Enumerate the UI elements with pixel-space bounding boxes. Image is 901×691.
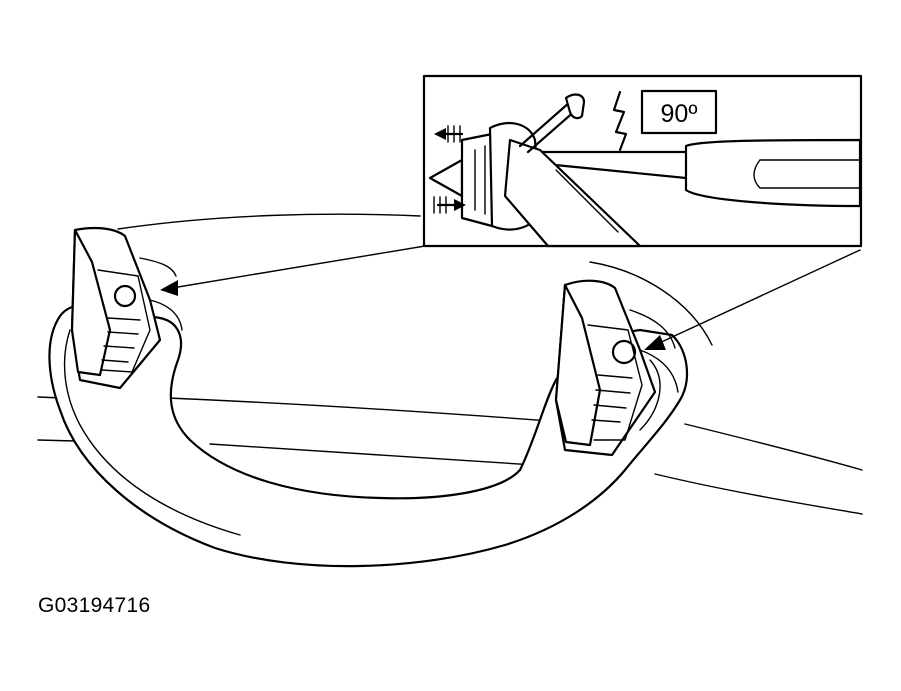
detail-leader-arrows bbox=[160, 245, 861, 350]
pry-tool bbox=[518, 93, 586, 154]
headliner-lines bbox=[37, 213, 863, 515]
angle-label-box bbox=[640, 89, 718, 135]
clip-detail bbox=[428, 122, 642, 248]
figure-id-label: G03194716 bbox=[38, 594, 151, 617]
detail-inset: 90º bbox=[422, 74, 863, 248]
angle-label: 90º bbox=[661, 100, 698, 128]
left-mounting-clip bbox=[70, 226, 183, 390]
rotation-arrow-icon bbox=[612, 90, 628, 152]
compression-arrows bbox=[433, 125, 466, 214]
grab-handle bbox=[48, 303, 688, 568]
right-mounting-clip bbox=[554, 279, 679, 457]
